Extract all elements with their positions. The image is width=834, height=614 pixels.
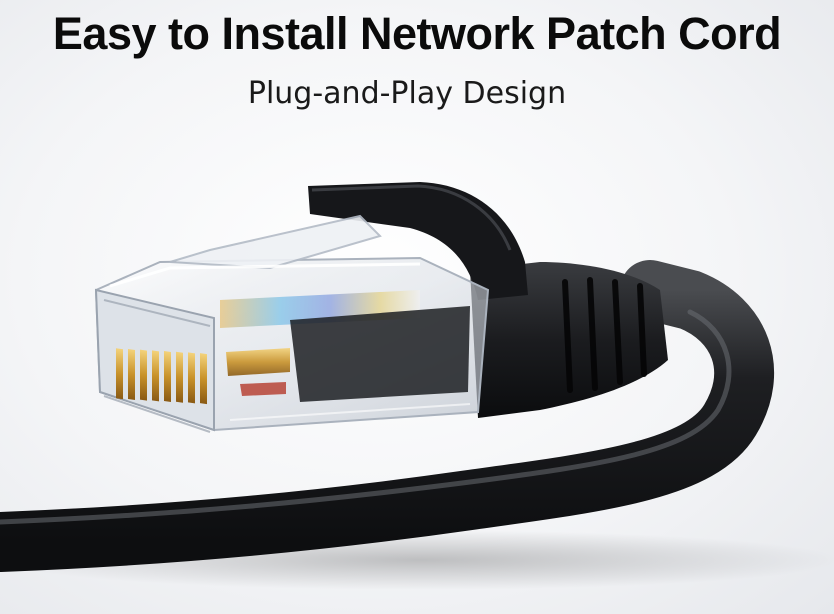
cable: [0, 260, 775, 572]
side-contact: [226, 348, 290, 376]
plug-inner: [290, 306, 470, 402]
boot-ribs: [562, 277, 647, 393]
headline: Easy to Install Network Patch Cord: [52, 8, 782, 59]
subheadline: Plug-and-Play Design: [247, 76, 567, 111]
cable-highlight: [0, 309, 732, 525]
latch-hood: [308, 182, 528, 300]
gold-contacts: [116, 348, 207, 405]
